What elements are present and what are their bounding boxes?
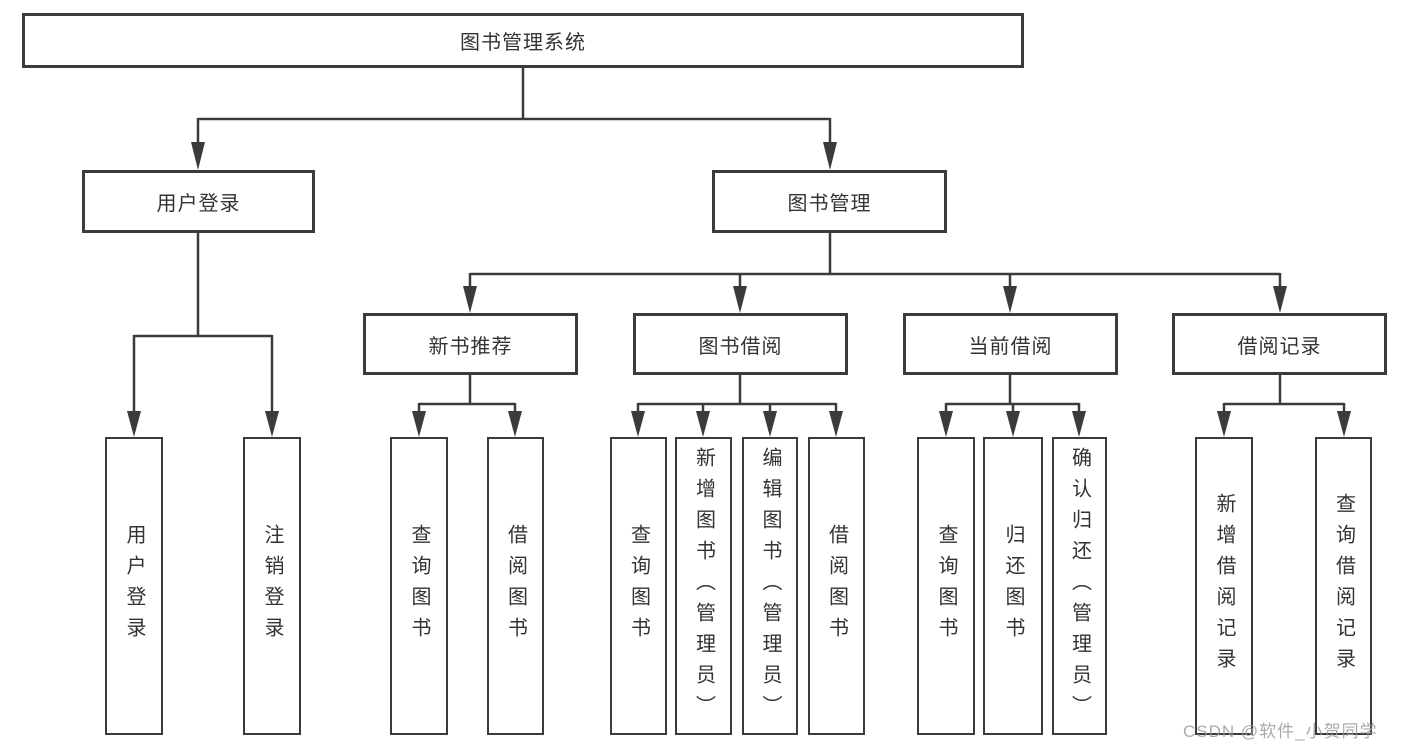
arrowheads [127, 142, 1351, 437]
node-book-borrowing-label: 图书借阅 [698, 335, 783, 358]
node-new-book-recommendation: 新书推荐 [363, 313, 578, 375]
leaf-edit-book-admin-label: 编辑图书（管理员） [759, 446, 781, 726]
node-current-borrowing: 当前借阅 [903, 313, 1118, 375]
leaf-confirm-return-admin: 确认归还（管理员） [1052, 437, 1107, 735]
node-borrowing-records: 借阅记录 [1172, 313, 1387, 375]
node-borrowing-records-label: 借阅记录 [1237, 335, 1322, 358]
leaf-logout: 注销登录 [243, 437, 301, 735]
leaf-query-borrow-record: 查询借阅记录 [1315, 437, 1372, 735]
node-current-borrowing-label: 当前借阅 [968, 335, 1053, 358]
leaf-borrow-books: 借阅图书 [808, 437, 865, 735]
leaf-logout-label: 注销登录 [261, 524, 283, 648]
leaf-return-books-label: 归还图书 [1002, 524, 1024, 648]
csdn-watermark: CSDN @软件_小贺同学 [1183, 722, 1378, 741]
node-user-login-branch: 用户登录 [82, 170, 315, 233]
node-book-management-branch: 图书管理 [712, 170, 947, 233]
leaf-user-login: 用户登录 [105, 437, 163, 735]
node-book-management-label: 图书管理 [787, 193, 872, 215]
leaf-query-books-recommend: 查询图书 [390, 437, 448, 735]
leaf-user-login-label: 用户登录 [123, 524, 145, 648]
leaf-add-book-admin-label: 新增图书（管理员） [692, 446, 715, 726]
leaf-add-book-admin: 新增图书（管理员） [675, 437, 732, 735]
leaf-add-borrow-record: 新增借阅记录 [1195, 437, 1253, 735]
node-new-book-recommendation-label: 新书推荐 [428, 335, 513, 358]
leaf-return-books: 归还图书 [983, 437, 1043, 735]
leaf-query-books-borrow-label: 查询图书 [627, 524, 650, 648]
leaf-query-books-current: 查询图书 [917, 437, 975, 735]
leaf-borrow-books-label: 借阅图书 [825, 524, 848, 648]
leaf-query-books-recommend-label: 查询图书 [408, 524, 430, 648]
node-root-label: 图书管理系统 [460, 32, 586, 54]
leaf-query-borrow-record-label: 查询借阅记录 [1332, 493, 1355, 679]
leaf-edit-book-admin: 编辑图书（管理员） [742, 437, 798, 735]
node-root-system: 图书管理系统 [22, 13, 1024, 68]
leaf-add-borrow-record-label: 新增借阅记录 [1213, 493, 1235, 679]
node-book-borrowing: 图书借阅 [633, 313, 848, 375]
leaf-borrow-books-recommend: 借阅图书 [487, 437, 544, 735]
node-user-login-label: 用户登录 [156, 193, 241, 215]
leaf-query-books-current-label: 查询图书 [935, 524, 957, 648]
leaf-confirm-return-admin-label: 确认归还（管理员） [1068, 446, 1091, 726]
leaf-query-books-borrow: 查询图书 [610, 437, 667, 735]
leaf-borrow-books-recommend-label: 借阅图书 [504, 524, 527, 648]
